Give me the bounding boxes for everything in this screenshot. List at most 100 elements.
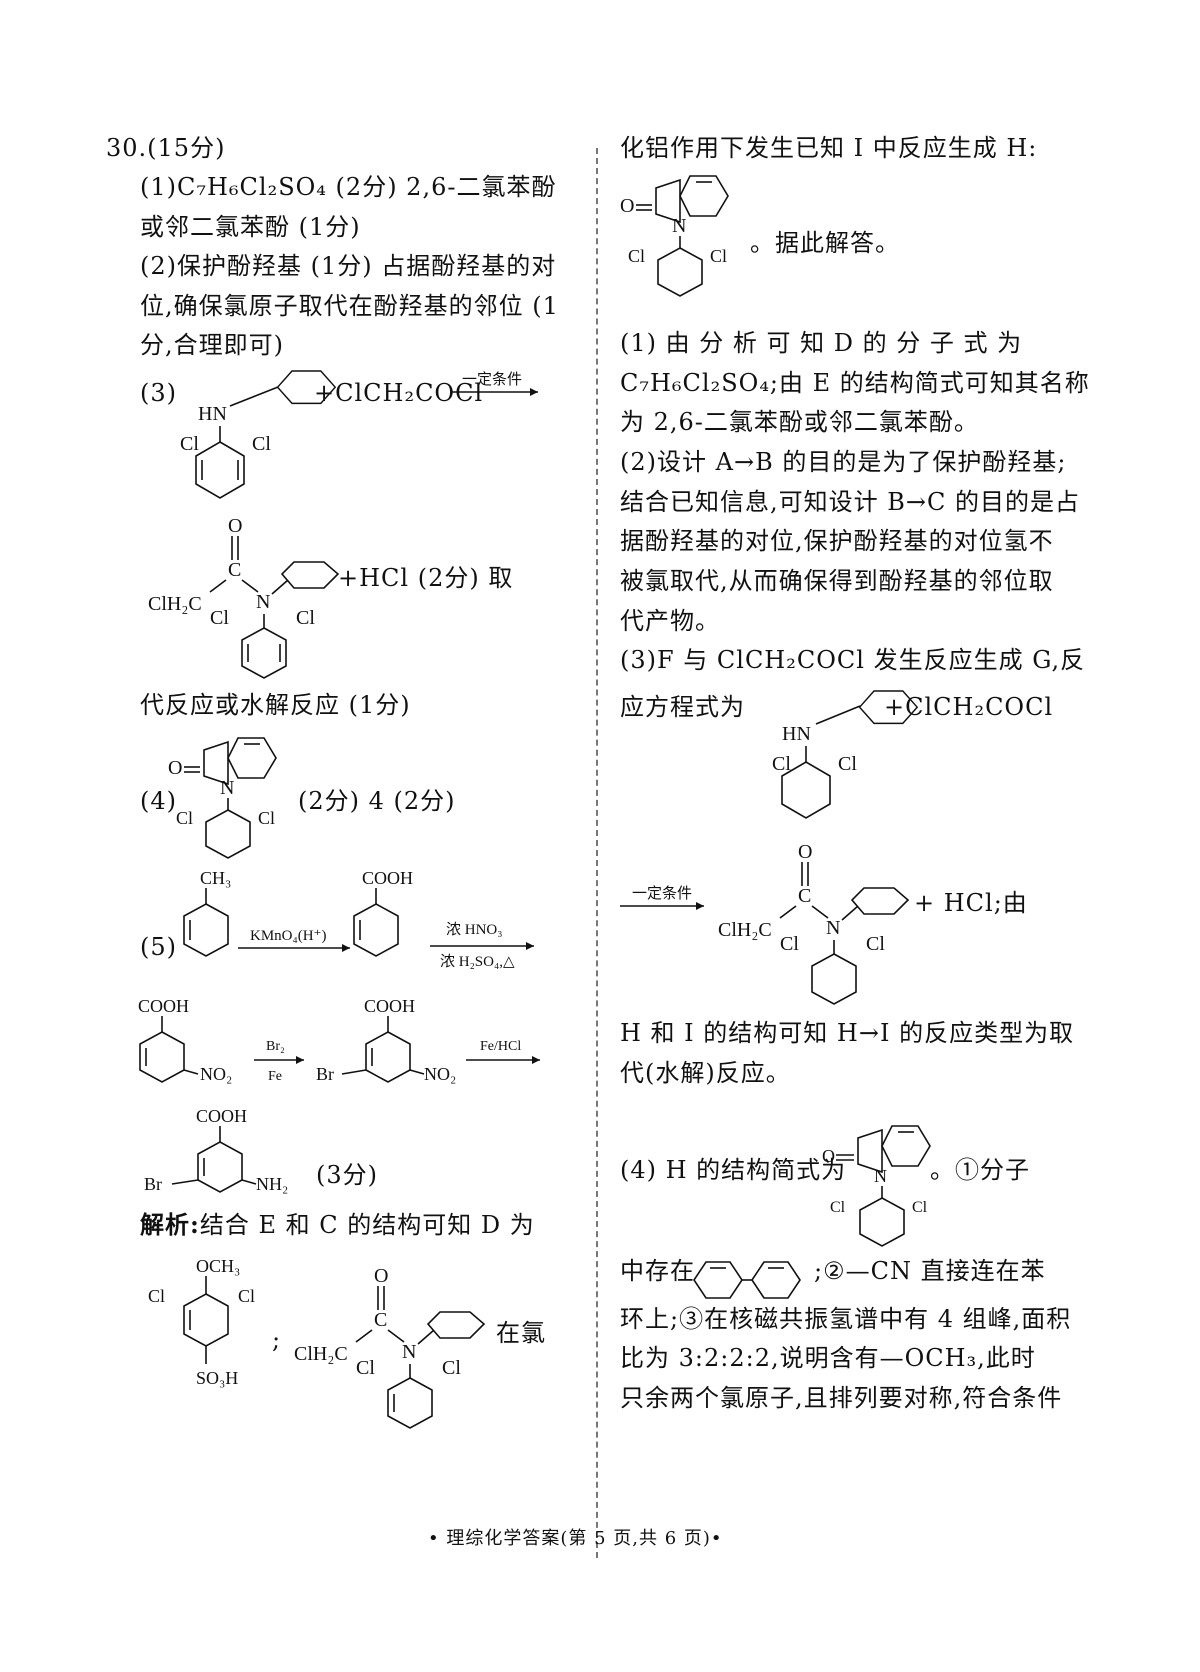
- answer-5-label: (5): [140, 933, 177, 961]
- answer-4-score: (2分) 4 (2分): [298, 787, 456, 815]
- cl-label: Cl: [772, 753, 791, 775]
- reagent-text: KMnO₄(H⁺): [250, 928, 326, 944]
- right-p1-line-2: C₇H₆Cl₂SO₄;由 E 的结构简式可知其名称: [620, 369, 1090, 397]
- no2-label: NO₂: [424, 1064, 456, 1084]
- answer-2-line-3: 分,合理即可): [140, 331, 284, 359]
- right-p4-line-2b: ;②—CN 直接连在苯: [814, 1257, 1046, 1285]
- cl-label: Cl: [238, 1286, 255, 1306]
- cl-label: Cl: [912, 1199, 928, 1216]
- benzoic-acid: COOH: [353, 868, 413, 957]
- structure-f-left: HN Cl Cl: [180, 370, 337, 499]
- analysis-label: 解析:: [140, 1210, 200, 1239]
- right-line-1: 化铝作用下发生已知 Ⅰ 中反应生成 H:: [620, 134, 1038, 162]
- hn-label: HN: [782, 723, 811, 745]
- arrow-head-icon: [296, 1056, 304, 1064]
- n-label: N: [220, 777, 234, 799]
- cl-label: Cl: [628, 246, 645, 266]
- n-label: N: [672, 215, 686, 237]
- answer-2-line-1: (2)保护酚羟基 (1分) 占据酚羟基的对: [140, 252, 557, 280]
- arrow-head-icon: [530, 388, 538, 396]
- reagent-text: 浓 H₂SO₄,△: [440, 953, 515, 970]
- answer-3-label: (3): [140, 379, 177, 407]
- right-p1-line-3: 为 2,6-二氯苯酚或邻二氯苯酚。: [620, 408, 979, 436]
- answer-3-tail: +HCl (2分) 取: [338, 564, 514, 592]
- right-p3-reagent: +ClCH₂COCl: [884, 693, 1054, 721]
- answer-5-score: (3分): [316, 1161, 378, 1189]
- nitrobenzoic-acid: COOH NO₂: [138, 996, 232, 1084]
- reaction-arrow-3-right: 一定条件: [620, 885, 704, 910]
- so3h-label: SO₃H: [196, 1368, 238, 1388]
- cl-label: Cl: [866, 933, 885, 955]
- reagent-text: 浓 HNO₃: [446, 921, 502, 938]
- right-p3-line-3: H 和 I 的结构可知 H→I 的反应类型为取: [620, 1019, 1075, 1047]
- arrow-head-icon: [342, 944, 350, 952]
- cl-label: Cl: [838, 753, 857, 775]
- right-p4-line-5: 只余两个氯原子,且排列要对称,符合条件: [620, 1384, 1063, 1412]
- right-p3-line-2: 应方程式为: [620, 693, 745, 721]
- arrow-head-icon: [532, 1056, 540, 1064]
- clh2c-label: ClH₂C: [294, 1343, 348, 1365]
- c-label: C: [798, 885, 811, 907]
- condition-text: 一定条件: [462, 371, 522, 388]
- right-after-h: 。据此解答。: [750, 229, 900, 257]
- cooh-label: COOH: [196, 1106, 247, 1126]
- right-p3-line-4: 代(水解)反应。: [620, 1059, 791, 1087]
- structure-d: OCH₃ Cl Cl SO₃H: [148, 1256, 255, 1388]
- right-p1-line-1: (1) 由 分 析 可 知 D 的 分 子 式 为: [620, 329, 1023, 357]
- cl-label: Cl: [148, 1286, 165, 1306]
- hn-label: HN: [198, 403, 227, 425]
- br-label: Br: [316, 1064, 334, 1084]
- no2-label: NO₂: [200, 1064, 232, 1084]
- bromo-nitrobenzoic-acid: COOH Br NO₂: [316, 996, 456, 1084]
- right-p2-line-5: 代产物。: [620, 607, 720, 635]
- biphenyl-structure: [693, 1261, 801, 1299]
- toluene: CH₃: [183, 868, 231, 957]
- cl-label: Cl: [210, 607, 229, 629]
- arrow-head-icon: [526, 942, 534, 950]
- answer-1-line-1: (1)C₇H₆Cl₂SO₄ (2分) 2,6-二氯苯酚: [140, 173, 557, 201]
- answer-3-line-end: 代反应或水解反应 (1分): [140, 691, 411, 719]
- cl-label: Cl: [258, 808, 275, 828]
- reaction-arrow-3: 一定条件: [452, 371, 538, 396]
- reaction-arrow-fe-hcl: Fe/HCl: [466, 1039, 540, 1064]
- zai-lv-text: 在氯: [496, 1319, 546, 1347]
- o-label: O: [228, 515, 242, 537]
- question-header: 30.(15分): [106, 134, 226, 162]
- ch3-label: CH₃: [200, 868, 231, 888]
- o-label: O: [822, 1146, 835, 1166]
- reaction-arrow-kmno4: KMnO₄(H⁺): [238, 928, 350, 952]
- cl-label: Cl: [180, 433, 199, 455]
- structure-g-analysis: O C ClH₂C N Cl Cl: [294, 1265, 486, 1429]
- right-p2-line-1: (2)设计 A→B 的目的是为了保护酚羟基;: [620, 448, 1067, 476]
- structure-g-left: O C ClH₂C N Cl Cl: [148, 515, 340, 679]
- cooh-label: COOH: [138, 996, 189, 1016]
- right-p3-line-1: (3)F 与 ClCH₂COCl 发生反应生成 G,反: [620, 646, 1086, 674]
- column-divider: [596, 148, 598, 1558]
- structure-h-left: O N Cl Cl: [168, 737, 277, 859]
- reagent-text: Fe: [268, 1069, 282, 1084]
- n-label: N: [256, 591, 270, 613]
- reagent-text: Fe/HCl: [480, 1039, 521, 1054]
- semicolon: ;: [272, 1326, 282, 1354]
- c-label: C: [228, 559, 241, 581]
- och3-label: OCH₃: [196, 1256, 240, 1276]
- answer-3-reagent: +ClCH₂COCl: [314, 379, 484, 407]
- page-footer: • 理综化学答案(第 5 页,共 6 页)•: [428, 1528, 723, 1549]
- cl-label: Cl: [710, 246, 727, 266]
- right-p2-line-2: 结合已知信息,可知设计 B→C 的目的是占: [620, 488, 1080, 516]
- cl-label: Cl: [296, 607, 315, 629]
- answer-2-line-2: 位,确保氯原子取代在酚羟基的邻位 (1: [140, 292, 559, 320]
- amino-bromobenzoic-acid: COOH Br NH₂: [144, 1106, 288, 1194]
- cl-label: Cl: [252, 433, 271, 455]
- right-p4-line-2a: 中存在: [620, 1257, 695, 1285]
- right-p4-line-1: (4) H 的结构简式为: [620, 1156, 847, 1184]
- right-p4-after: 。①分子: [930, 1156, 1030, 1184]
- right-p3-tail: + HCl;由: [914, 889, 1028, 917]
- c-label: C: [374, 1309, 387, 1331]
- reaction-arrow-nitration: 浓 HNO₃ 浓 H₂SO₄,△: [430, 921, 534, 970]
- cl-label: Cl: [356, 1357, 375, 1379]
- o-label: O: [798, 841, 812, 863]
- o-label: O: [620, 195, 634, 217]
- n-label: N: [402, 1341, 416, 1363]
- cooh-label: COOH: [364, 996, 415, 1016]
